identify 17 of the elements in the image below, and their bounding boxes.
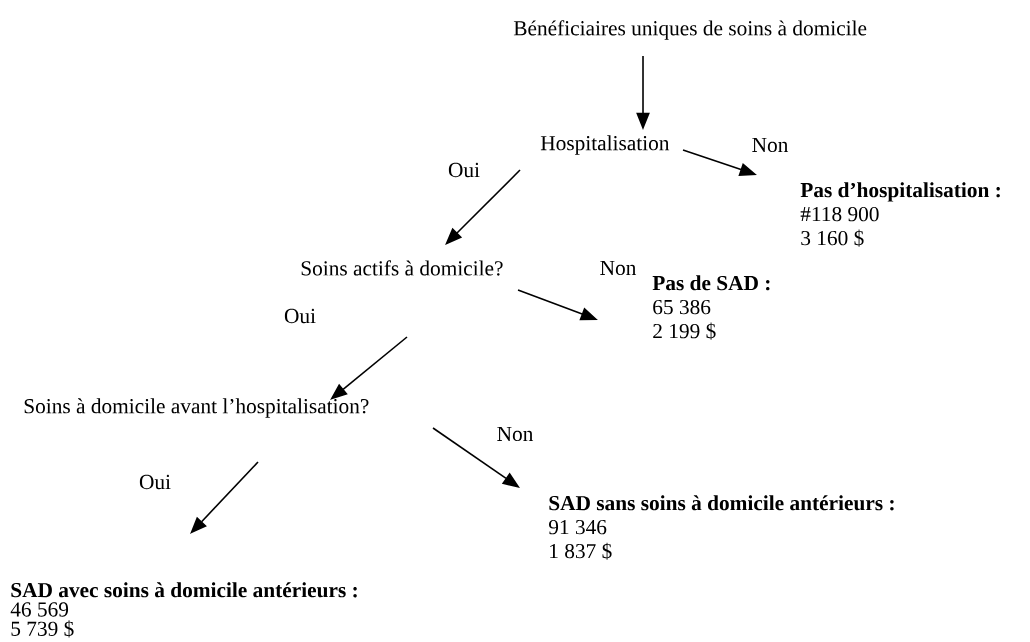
question-text: Soins à domicile avant l’hospitalisation?: [24, 398, 369, 418]
arrow: [445, 169, 521, 245]
question-text: Soins actifs à domicile?: [301, 260, 503, 276]
question-text: Hospitalisation: [540, 135, 670, 155]
edge-label: Oui: [137, 473, 173, 491]
edge-label: Non: [495, 425, 535, 443]
edge-label: Non: [750, 136, 790, 154]
result-text: Pas de SAD : 65 386 2 199 $: [652, 275, 770, 340]
result-text: SAD avec soins à domicile antérieurs : 46 569 5 739 $: [10, 582, 357, 638]
question-text: Bénéficiaires uniques de soins à domicile: [513, 20, 867, 40]
result-text: Pas d’hospitalisation : #118 900 3 160 $: [800, 182, 1000, 247]
result-text: SAD sans soins à domicile antérieurs : 91 346 1 837 $: [548, 495, 894, 560]
edge-label: Oui: [446, 161, 482, 179]
arrow: [190, 461, 259, 534]
edge-label: Non: [598, 259, 638, 277]
arrow: [330, 336, 408, 400]
edge-label: Oui: [282, 307, 318, 325]
